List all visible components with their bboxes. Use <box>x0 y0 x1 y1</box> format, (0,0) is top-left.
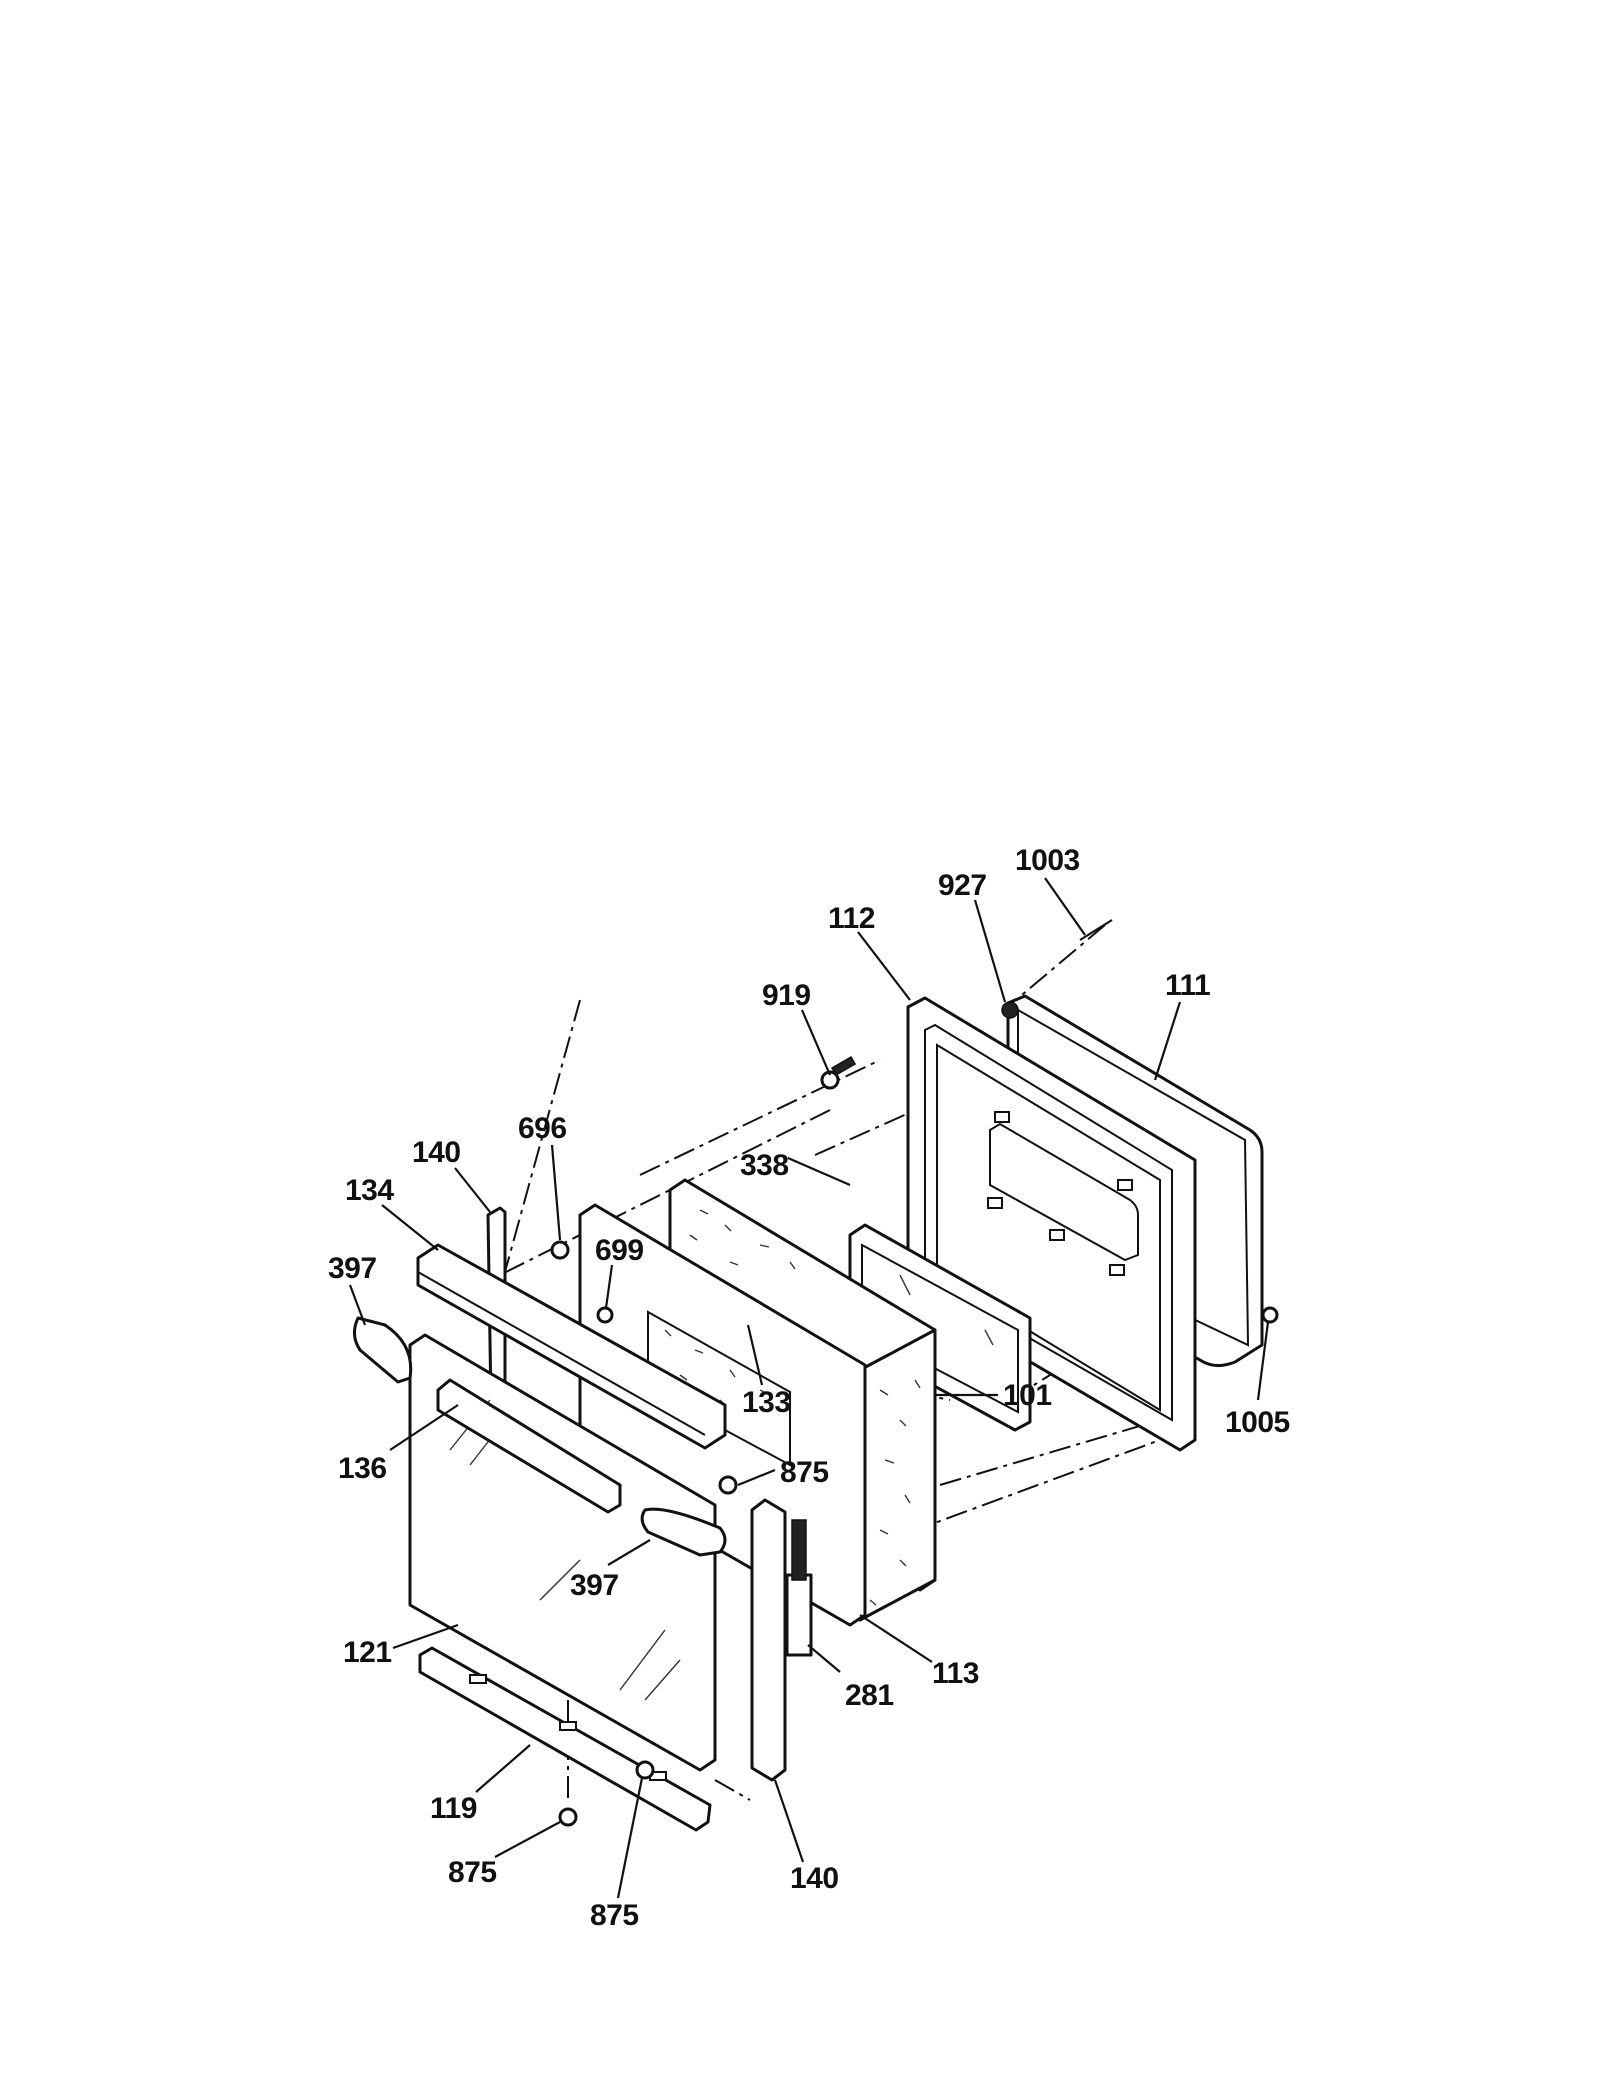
callout-699: 699 <box>595 1234 644 1267</box>
callout-111: 111 <box>1165 969 1210 1002</box>
callout-875-side: 875 <box>780 1456 829 1489</box>
door-handle-136 <box>436 1378 622 1514</box>
callout-140-bottom: 140 <box>790 1862 839 1895</box>
callout-134: 134 <box>345 1174 394 1207</box>
callout-1003: 1003 <box>1015 844 1080 877</box>
side-trim-140-right <box>750 1498 787 1782</box>
callout-113: 113 <box>932 1657 979 1690</box>
fasteners <box>550 919 1279 1827</box>
screw-875-trim <box>635 1760 655 1780</box>
callout-136: 136 <box>338 1452 387 1485</box>
screw-1005 <box>1261 1306 1279 1324</box>
callout-1005: 1005 <box>1225 1406 1290 1439</box>
callout-696: 696 <box>518 1112 567 1145</box>
callout-140-top: 140 <box>412 1136 461 1169</box>
callout-101: 101 <box>1003 1379 1052 1412</box>
bottom-trim-119 <box>418 1646 712 1832</box>
leader-lines <box>348 877 1270 1899</box>
callout-119: 119 <box>430 1792 477 1825</box>
callout-397-left: 397 <box>328 1252 377 1285</box>
callout-875-bottom: 875 <box>448 1856 497 1889</box>
callout-919: 919 <box>762 979 811 1012</box>
panel-texture <box>664 1329 769 1407</box>
callout-281: 281 <box>845 1679 894 1712</box>
screw-919-shank <box>830 1055 857 1076</box>
callout-875-trim: 875 <box>590 1899 639 1932</box>
callout-397-right: 397 <box>570 1569 619 1602</box>
callout-338: 338 <box>740 1149 789 1182</box>
callout-133: 133 <box>742 1386 791 1419</box>
callout-labels: 1003 927 112 111 919 696 140 338 134 699… <box>328 844 1290 1932</box>
screw-696 <box>550 1240 570 1260</box>
screw-919 <box>820 1070 840 1090</box>
nut-927 <box>1001 1001 1019 1019</box>
pin-1003 <box>1079 919 1113 941</box>
handle-end-caps-397 <box>353 1316 727 1557</box>
callout-927: 927 <box>938 869 987 902</box>
door-top-trim-134 <box>416 1243 727 1450</box>
callout-121: 121 <box>343 1636 392 1669</box>
screw-875-bottom <box>558 1807 578 1827</box>
screw-699 <box>596 1306 614 1324</box>
insulation-texture <box>689 1209 921 1606</box>
callout-112: 112 <box>828 902 875 935</box>
screw-875-side <box>718 1475 738 1495</box>
door-hinge-281 <box>785 1519 813 1657</box>
